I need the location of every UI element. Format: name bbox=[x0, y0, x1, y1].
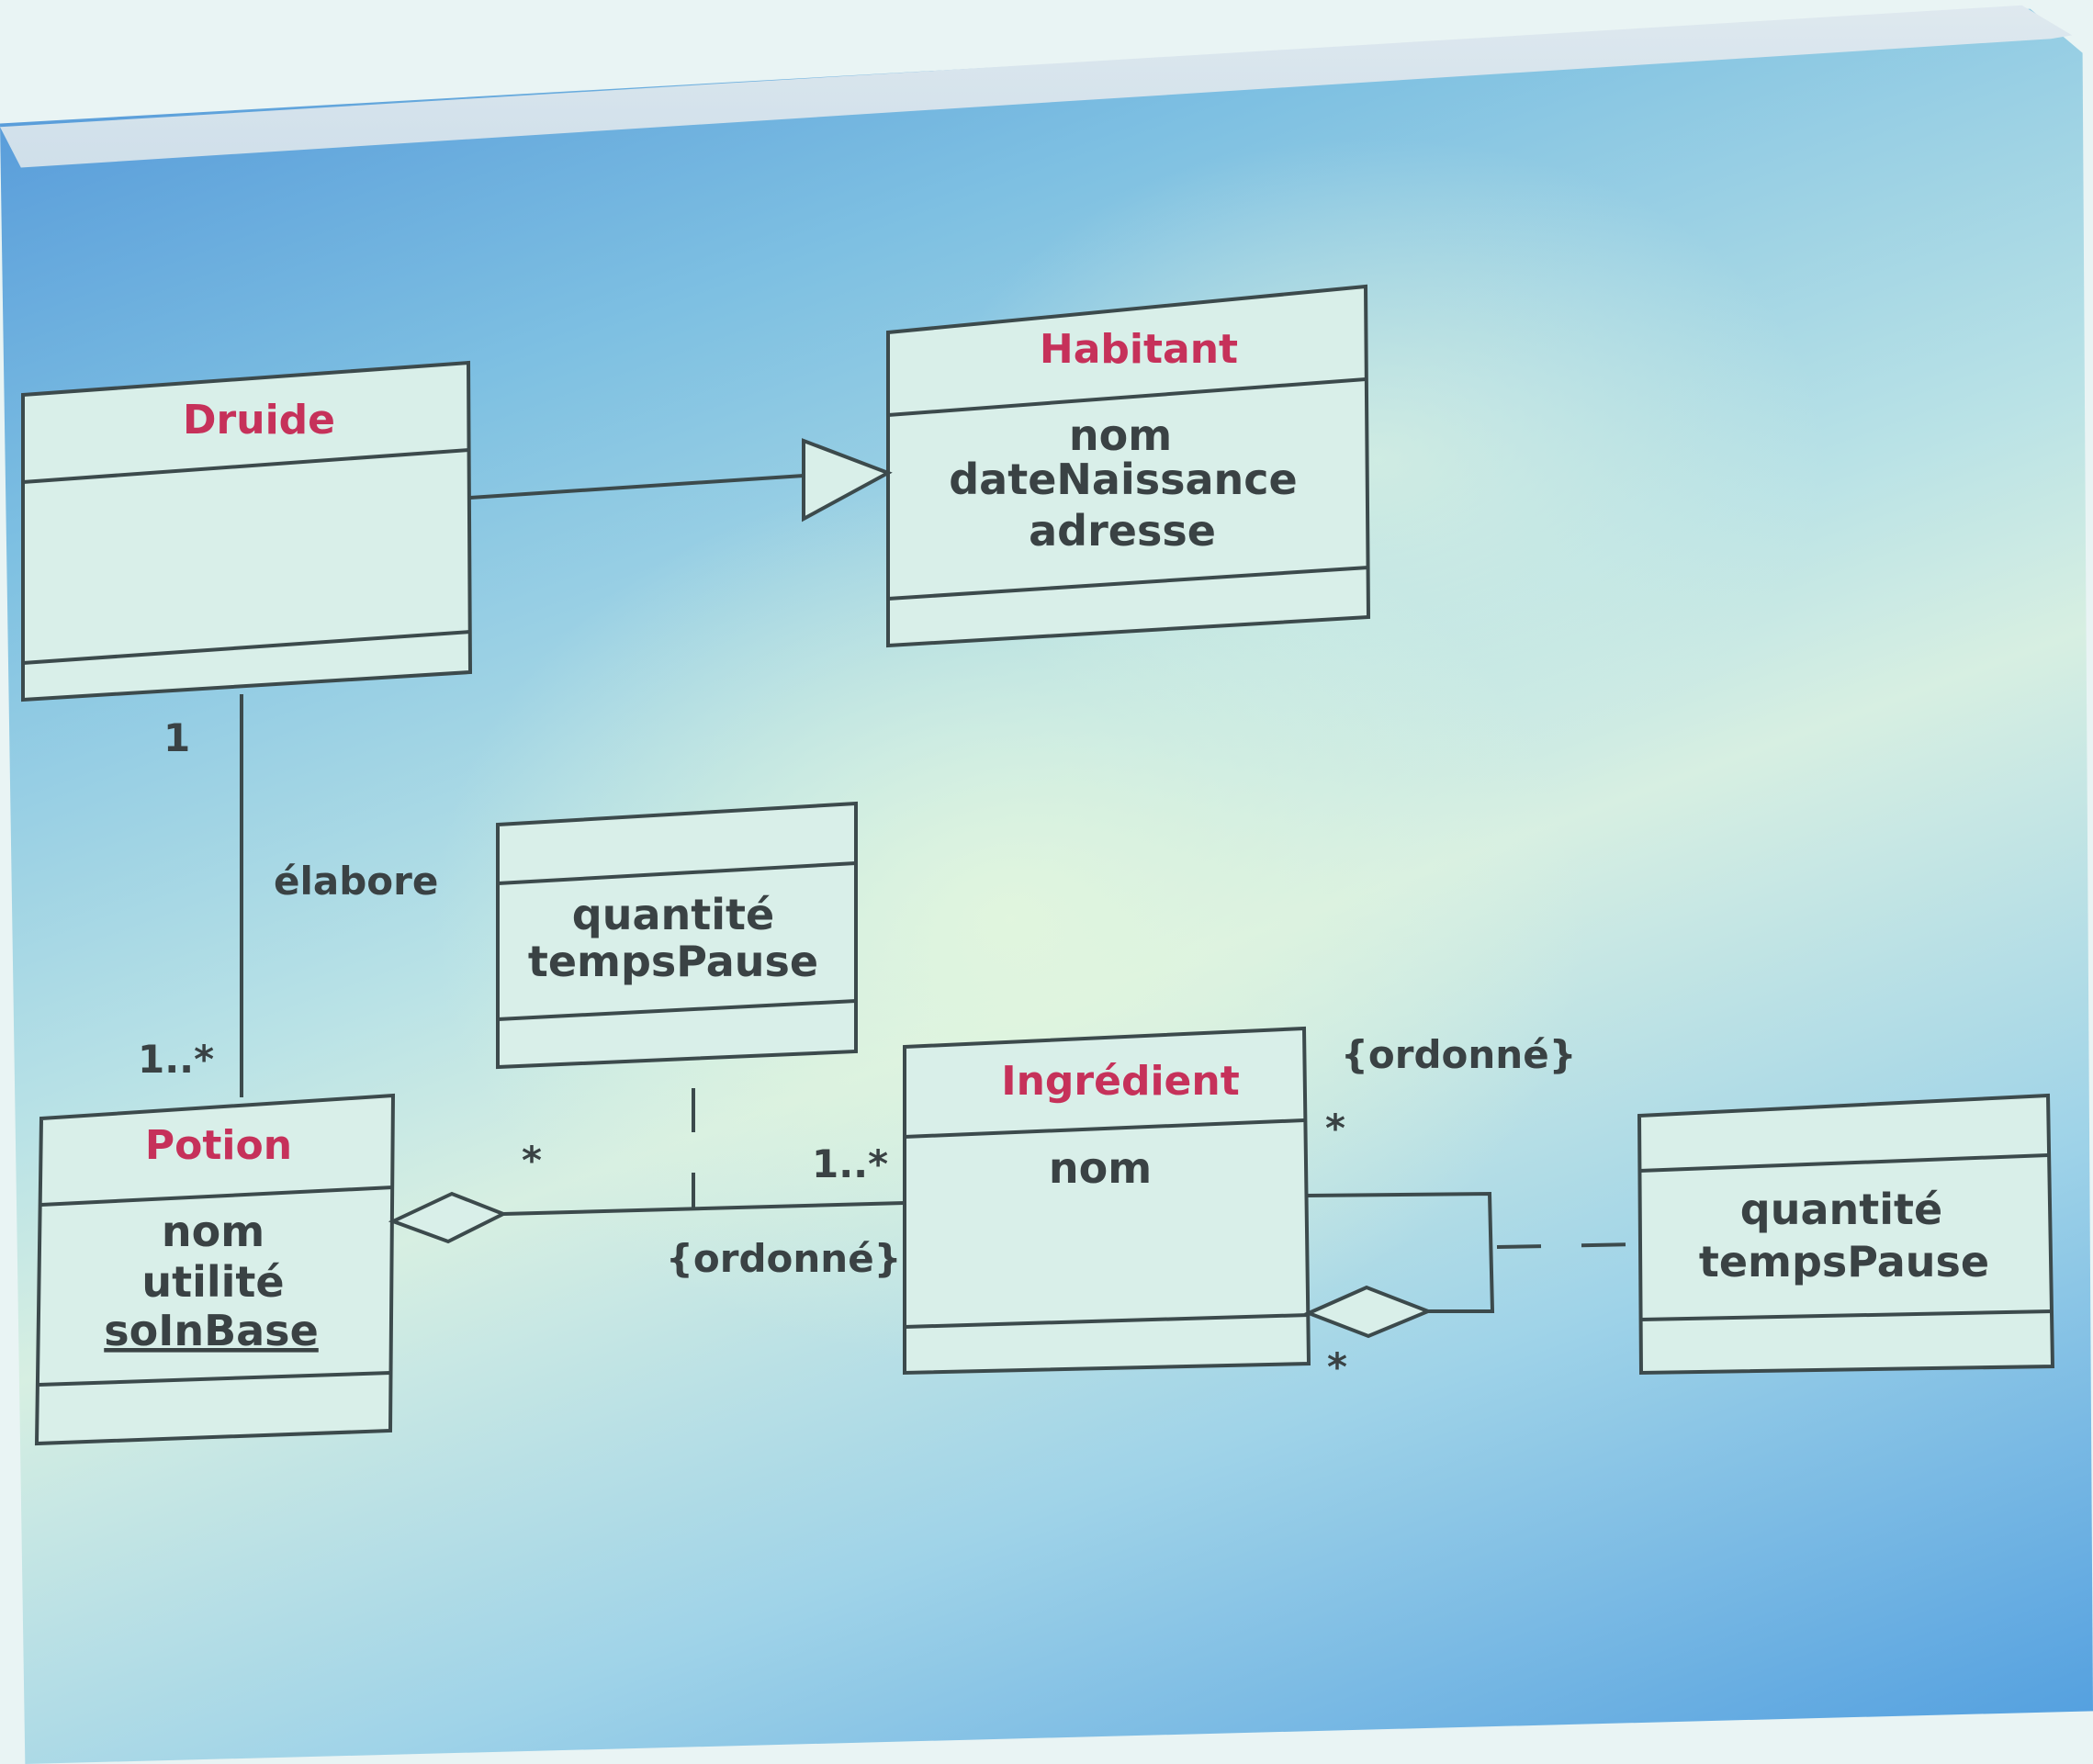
assoc2-attr-tempspause: tempsPause bbox=[1699, 1237, 1989, 1286]
potion-ingredient-multiplicity-potion: * bbox=[522, 1138, 542, 1183]
class-name-druide: Druide bbox=[183, 397, 335, 444]
assoc2-dashed-link bbox=[1496, 1242, 1640, 1249]
aggregation-ingredient-self: {ordonné} * * bbox=[1303, 1032, 1577, 1389]
ingredient-self-multiplicity-top: * bbox=[1325, 1106, 1345, 1151]
elabore-multiplicity-potion: 1..* bbox=[138, 1037, 214, 1082]
class-name-habitant: Habitant bbox=[1040, 326, 1238, 373]
ingredient-attr-nom: nom bbox=[1049, 1143, 1152, 1193]
ingredient-self-multiplicity-bottom: * bbox=[1327, 1344, 1347, 1389]
potion-attr-soinbase: soInBase bbox=[104, 1306, 319, 1355]
class-name-potion: Potion bbox=[145, 1122, 292, 1169]
class-name-ingredient: Ingrédient bbox=[1001, 1058, 1240, 1105]
assoc1-attr-quantite: quantité bbox=[572, 890, 774, 939]
association-elabore: 1 élabore 1..* bbox=[138, 694, 438, 1097]
potion-ingredient-multiplicity-ingredient: 1..* bbox=[812, 1141, 888, 1186]
elabore-label: élabore bbox=[274, 859, 438, 904]
class-habitant: Habitant nom dateNaissance adresse bbox=[886, 284, 1371, 648]
habitant-attr-nom: nom bbox=[1069, 410, 1172, 460]
potion-attr-utilite: utilité bbox=[141, 1257, 284, 1307]
ingredient-self-constraint: {ordonné} bbox=[1341, 1032, 1577, 1077]
habitant-attr-adresse: adresse bbox=[1029, 506, 1216, 556]
association-class-1: quantité tempsPause bbox=[496, 801, 858, 1070]
aggregation-diamond bbox=[388, 1191, 508, 1244]
generalization-druide-habitant bbox=[469, 438, 893, 522]
aggregation-potion-ingredient: * 1..* {ordonné} bbox=[388, 1138, 906, 1281]
assoc1-attr-tempspause: tempsPause bbox=[528, 937, 818, 986]
potion-attr-nom: nom bbox=[162, 1207, 264, 1256]
generalization-arrowhead bbox=[802, 438, 893, 522]
class-druide: Druide bbox=[21, 360, 473, 702]
potion-ingredient-constraint: {ordonné} bbox=[666, 1236, 902, 1281]
class-potion: Potion nom utilité soInBase bbox=[34, 1093, 396, 1446]
class-ingredient: Ingrédient nom bbox=[903, 1026, 1311, 1376]
elabore-multiplicity-druide: 1 bbox=[163, 715, 190, 760]
association-class-2: quantité tempsPause bbox=[1637, 1093, 2055, 1376]
habitant-attr-datenaissance: dateNaissance bbox=[949, 455, 1297, 504]
assoc2-attr-quantite: quantité bbox=[1740, 1185, 1942, 1234]
self-aggregation-diamond bbox=[1303, 1285, 1434, 1339]
